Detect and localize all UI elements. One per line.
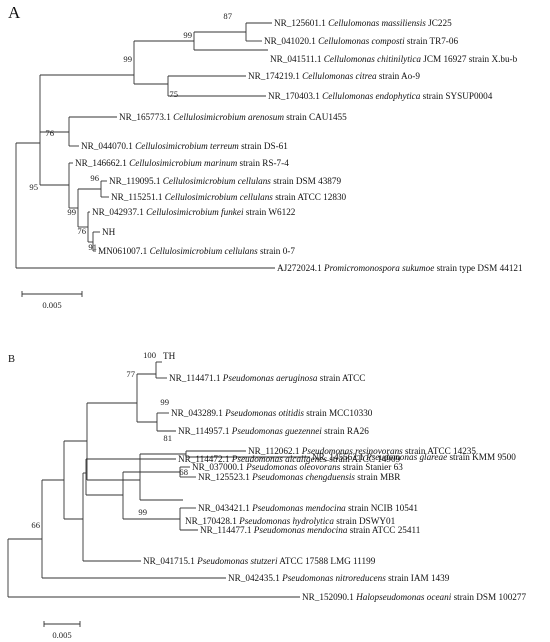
- panel-b-branches: [7, 361, 310, 598]
- taxon-label: NR_042435.1 Pseudomonas nitroreducens st…: [228, 573, 450, 583]
- taxon-label: MN061007.1 Cellulosimicrobium cellulans …: [98, 246, 295, 256]
- bootstrap-value: 76: [77, 226, 86, 236]
- taxon-label: NR_114957.1 Pseudomonas guezennei strain…: [178, 426, 369, 436]
- bootstrap-value: 66: [31, 520, 40, 530]
- taxon-label: NR_041511.1 Cellulomonas chitinilytica J…: [270, 54, 518, 64]
- bootstrap-value: 91: [88, 242, 97, 252]
- taxon-label: NR_146662.1 Cellulosimicrobium marinum s…: [75, 158, 289, 168]
- taxon-label: NR_112062.1 Pseudomonas resinovorans str…: [248, 446, 476, 456]
- bootstrap-value: 99: [123, 54, 132, 64]
- scale-bar-label: 0.005: [42, 300, 61, 310]
- taxon-label: NR_115251.1 Cellulosimicrobium cellulans…: [111, 192, 347, 202]
- panel-b-scale-bar: [43, 621, 81, 627]
- taxon-label: NR_165773.1 Cellulosimicrobium arenosum …: [119, 112, 347, 122]
- bootstrap-value: 75: [169, 89, 178, 99]
- bootstrap-value: 68: [179, 467, 188, 477]
- bootstrap-value: 87: [223, 11, 232, 21]
- bootstrap-value: 99: [160, 397, 169, 407]
- taxon-label: NR_170403.1 Cellulomonas endophytica str…: [268, 91, 493, 101]
- taxon-label: NR_114471.1 Pseudomonas aeruginosa strai…: [169, 373, 365, 383]
- taxon-label-nh: NH: [102, 227, 116, 237]
- panel-a: A: [8, 3, 523, 310]
- taxon-label: NR_043289.1 Pseudomonas otitidis strain …: [171, 408, 373, 418]
- taxon-label: NR_043421.1 Pseudomonas mendocina strain…: [198, 503, 418, 513]
- bootstrap-value: 99: [138, 507, 147, 517]
- taxon-label: NR_170428.1 Pseudomonas hydrolytica stra…: [185, 516, 396, 526]
- taxon-label: NR_125601.1 Cellulomonas massiliensis JC…: [274, 18, 452, 28]
- bootstrap-value: 99: [67, 207, 76, 217]
- taxon-label: NR_037000.1 Pseudomonas oleovorans strai…: [192, 462, 403, 472]
- panel-b-letter: B: [8, 354, 15, 365]
- bootstrap-value: 100: [143, 350, 156, 360]
- taxon-label: NR_145562.1 Pseudomonas glareae strain K…: [312, 452, 516, 462]
- bootstrap-value: 95: [29, 182, 38, 192]
- taxon-label: NR_125523.1 Pseudomonas chengduensis str…: [198, 472, 401, 482]
- taxon-label: NR_041020.1 Cellulomonas composti strain…: [264, 36, 458, 46]
- taxon-label: NR_041715.1 Pseudomonas stutzeri ATCC 17…: [143, 556, 376, 566]
- taxon-label: NR_119095.1 Cellulosimicrobium cellulans…: [109, 176, 341, 186]
- bootstrap-value: 99: [183, 30, 192, 40]
- panel-a-scale-bar: [21, 291, 83, 297]
- panel-b: B: [7, 350, 526, 640]
- taxon-label: NR_044070.1 Cellulosimicrobium terreum s…: [81, 141, 288, 151]
- scale-bar-label: 0.005: [52, 630, 71, 640]
- bootstrap-value: 76: [45, 128, 54, 138]
- taxon-label: NR_152090.1 Halopseudomonas oceani strai…: [302, 592, 526, 602]
- panel-a-branches: [15, 22, 275, 269]
- taxon-label: NR_114472.1 Pseudomonas alcaligenes stra…: [178, 454, 401, 464]
- bootstrap-value: 81: [163, 433, 172, 443]
- bootstrap-value: 77: [126, 369, 135, 379]
- taxon-label: NR_042937.1 Cellulosimicrobium funkei st…: [92, 207, 296, 217]
- bootstrap-value: 96: [90, 173, 99, 183]
- taxon-label: AJ272024.1 Promicromonospora sukumoe str…: [277, 263, 523, 273]
- taxon-label: NR_174219.1 Cellulomonas citrea strain A…: [248, 71, 420, 81]
- panel-a-letter: A: [8, 3, 21, 22]
- taxon-label: NR_114477.1 Pseudomonas mendocina strain…: [200, 525, 421, 535]
- taxon-label-th: TH: [163, 351, 176, 361]
